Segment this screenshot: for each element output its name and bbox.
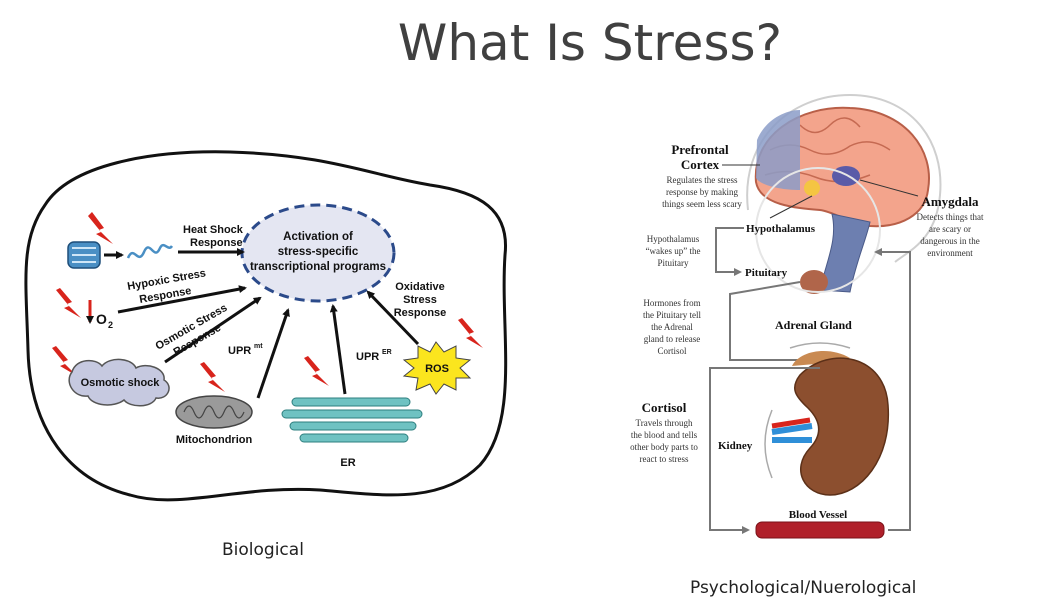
zoom-circle xyxy=(755,167,881,293)
pituitary-gland xyxy=(800,270,828,294)
hormones-desc-4: gland to release xyxy=(644,334,700,344)
cortisol-desc-2: the blood and tells xyxy=(631,430,698,440)
kidney-brace xyxy=(764,409,773,479)
ros-label: ROS xyxy=(425,363,449,375)
osmotic-cloud xyxy=(68,358,170,407)
oxidative-label-2: Stress xyxy=(403,294,437,306)
prefrontal-desc-2: response by making xyxy=(666,187,738,197)
hormones-desc-5: Cortisol xyxy=(657,346,687,356)
pituitary-to-adrenal-arrow xyxy=(729,281,820,361)
lightning-heat-icon xyxy=(88,212,113,244)
blood-vessel-label: Blood Vessel xyxy=(789,509,847,521)
hypothalamus-desc-1: Hypothalamus xyxy=(647,234,700,244)
cortisol-desc-4: react to stress xyxy=(640,454,689,464)
cortisol-desc-1: Travels through xyxy=(636,418,693,428)
heat-shock-label-1: Heat Shock xyxy=(183,224,244,236)
amygdala-desc-1: Detects things that xyxy=(917,212,984,222)
prefrontal-title-2: Cortex xyxy=(681,157,720,172)
hypothalamus-pointer xyxy=(769,195,813,219)
lightning-hypoxic-icon xyxy=(56,288,81,318)
caption-biological: Biological xyxy=(222,540,304,560)
o2-label: O xyxy=(96,311,107,327)
amygdala-region xyxy=(832,166,860,186)
upr-mt-arrow xyxy=(256,308,290,399)
adrenal-label: Adrenal Gland xyxy=(775,318,852,332)
adrenal-to-vessel-arrow xyxy=(709,367,820,534)
o2-sub-label: 2 xyxy=(108,320,113,330)
upr-mt-sup-label: mt xyxy=(254,343,263,350)
oxidative-label-1: Oxidative xyxy=(395,281,445,293)
hypothalamus-region xyxy=(804,180,820,196)
er-icon xyxy=(281,397,423,443)
upr-mt-label: UPR xyxy=(228,345,251,357)
lightning-er-icon xyxy=(304,356,329,386)
oxidative-arrow xyxy=(366,290,420,346)
hypoxic-arrow xyxy=(117,285,247,314)
cortisol-title: Cortisol xyxy=(642,400,687,415)
hypothalamus-desc-2: “wakes up” the xyxy=(646,246,701,256)
renal-artery xyxy=(771,417,811,429)
hypothalamus-label: Hypothalamus xyxy=(746,223,816,235)
kidney-label: Kidney xyxy=(718,440,753,452)
prefrontal-desc-1: Regulates the stress xyxy=(667,175,738,185)
oxidative-label-3: Response xyxy=(394,307,447,319)
lightning-mito-icon xyxy=(200,362,225,392)
folded-protein-icon xyxy=(67,241,101,269)
heat-shock-label-2: Response xyxy=(190,237,243,249)
osmotic-arrow xyxy=(164,296,262,364)
hormones-desc-2: the Pituitary tell xyxy=(643,310,701,320)
biological-diagram: Activation of stress-specific transcript… xyxy=(24,150,508,502)
ros-burst-icon xyxy=(402,341,472,395)
neuro-diagram: Prefrontal Cortex Regulates the stress r… xyxy=(630,93,984,539)
osmotic-shock-label: Osmotic shock xyxy=(81,377,161,389)
hypo-to-pituitary-arrow xyxy=(715,227,744,276)
amygdala-desc-3: dangerous in the xyxy=(920,236,979,246)
mitochondrion-label: Mitochondrion xyxy=(176,434,253,446)
unfolded-protein-icon xyxy=(126,243,174,259)
kidney-icon xyxy=(793,357,890,496)
center-line-2: stress-specific xyxy=(278,246,359,258)
amygdala-title: Amygdala xyxy=(921,194,979,209)
upr-er-arrow xyxy=(329,304,347,395)
blood-vessel-icon xyxy=(755,521,885,539)
hypothalamus-desc-3: Pituitary xyxy=(658,258,689,268)
lightning-osmotic-icon xyxy=(52,346,77,376)
prefrontal-desc-3: things seem less scary xyxy=(662,199,742,209)
prefrontal-title-1: Prefrontal xyxy=(671,142,729,157)
brainstem xyxy=(819,213,871,293)
amygdala-desc-4: environment xyxy=(927,248,973,258)
er-label: ER xyxy=(340,457,355,469)
lightning-ros-icon xyxy=(458,318,483,348)
center-line-1: Activation of xyxy=(283,231,353,243)
prefrontal-region xyxy=(756,110,800,190)
amygdala-pointer xyxy=(859,179,919,197)
mitochondrion-icon xyxy=(175,395,253,429)
vessel-to-brain-arrow xyxy=(874,248,911,531)
center-line-3: transcriptional programs xyxy=(250,261,386,273)
cortisol-desc-3: other body parts to xyxy=(630,442,698,452)
upr-er-sup-label: ER xyxy=(382,349,392,356)
hormones-desc-1: Hormones from xyxy=(643,298,700,308)
hormones-desc-3: the Adrenal xyxy=(651,322,693,332)
amygdala-desc-2: are scary or xyxy=(929,224,971,234)
caption-psychological: Psychological/Nuerological xyxy=(690,578,917,598)
adrenal-brace xyxy=(789,342,851,349)
slide-title: What Is Stress? xyxy=(397,14,783,72)
adrenal-gland xyxy=(792,351,850,366)
pituitary-label: Pituitary xyxy=(745,267,788,279)
upr-er-label: UPR xyxy=(356,351,379,363)
renal-vessels xyxy=(771,423,813,443)
